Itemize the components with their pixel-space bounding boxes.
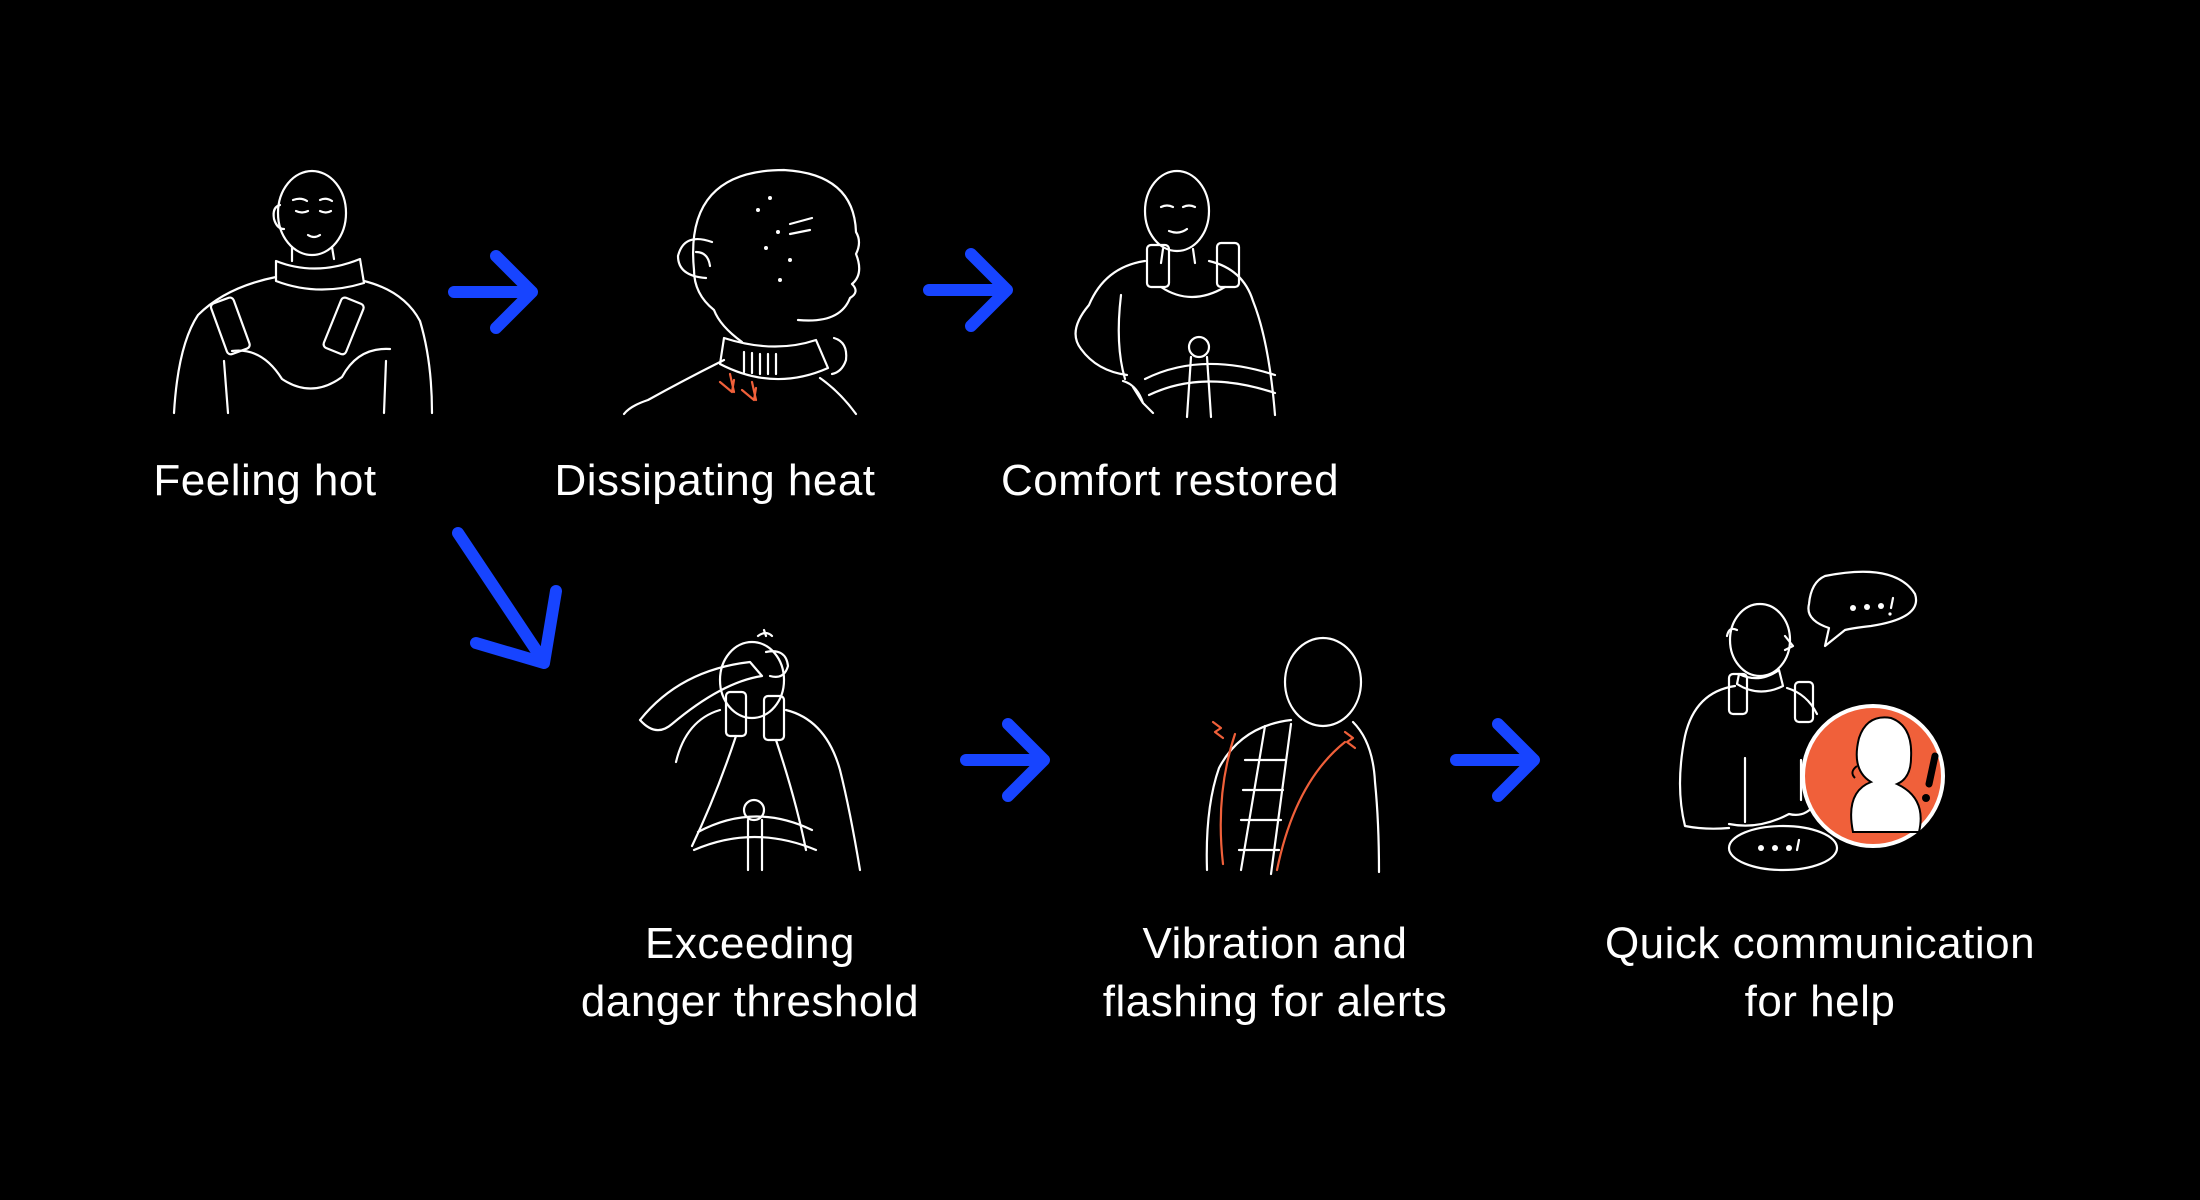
person-calling-for-help-icon	[1675, 570, 1975, 880]
head-heat-dissipation-icon	[620, 160, 880, 415]
right-arrow-icon	[1452, 710, 1542, 810]
label-line: Vibration and	[1080, 915, 1470, 973]
back-vibration-alert-icon	[1195, 630, 1395, 875]
step-label-dissipating-heat: Dissipating heat	[540, 452, 890, 510]
step-label-vibration-and-flashing: Vibration and flashing for alerts	[1080, 915, 1470, 1031]
step-label-exceeding-danger-threshold: Exceeding danger threshold	[560, 915, 940, 1031]
label-line: flashing for alerts	[1080, 973, 1470, 1031]
label-line: Quick communication	[1560, 915, 2080, 973]
right-arrow-icon	[450, 242, 540, 342]
label-line: danger threshold	[560, 973, 940, 1031]
right-arrow-icon	[962, 710, 1052, 810]
right-arrow-icon	[925, 240, 1015, 340]
person-wiping-sweat-icon	[640, 630, 870, 875]
person-with-neck-collar-icon	[160, 165, 420, 415]
step-label-comfort-restored: Comfort restored	[970, 452, 1370, 510]
person-relaxed-icon	[1065, 165, 1325, 420]
step-label-feeling-hot: Feeling hot	[110, 452, 420, 510]
step-label-quick-communication: Quick communication for help	[1560, 915, 2080, 1031]
label-line: for help	[1560, 973, 2080, 1031]
label-line: Exceeding	[560, 915, 940, 973]
diagonal-down-arrow-icon	[450, 525, 570, 670]
